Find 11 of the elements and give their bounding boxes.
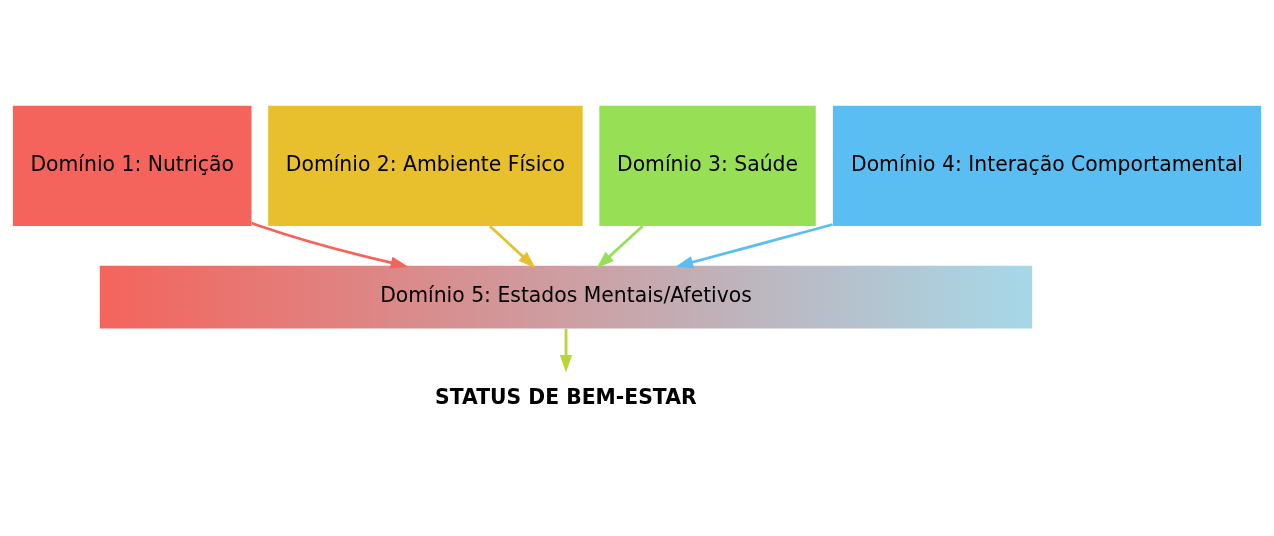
node-box: Domínio 3: Saúde bbox=[599, 105, 816, 226]
arrow bbox=[251, 221, 409, 269]
node-box: Domínio 2: Ambiente Físico bbox=[268, 105, 583, 226]
node-box: Domínio 4: Interação Comportamental bbox=[832, 105, 1262, 226]
arrow bbox=[675, 222, 833, 268]
arrow bbox=[596, 224, 644, 268]
node-text: STATUS DE BEM-ESTAR bbox=[435, 384, 697, 409]
arrow bbox=[489, 224, 536, 268]
arrow bbox=[559, 328, 573, 373]
node-box: Domínio 5: Estados Mentais/Afetivos bbox=[99, 265, 1033, 329]
node-box: Domínio 1: Nutrição bbox=[12, 105, 252, 226]
